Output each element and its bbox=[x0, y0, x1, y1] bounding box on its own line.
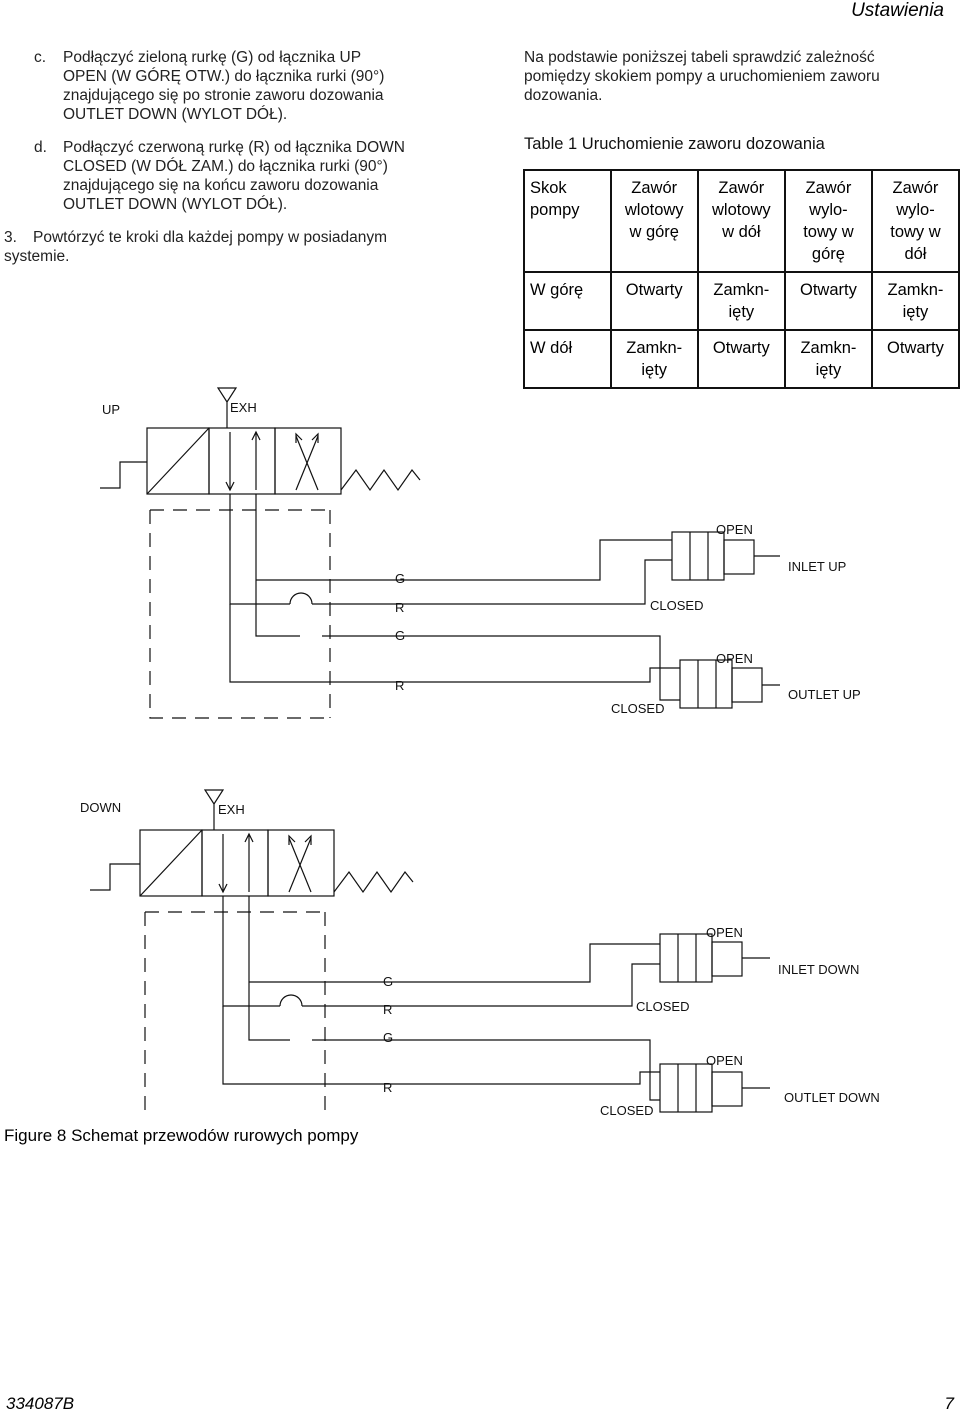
valve-position-box bbox=[274, 427, 342, 495]
inlet-label: INLET UP bbox=[788, 559, 846, 574]
r-label: R bbox=[395, 678, 404, 693]
instruction-line: OUTLET DOWN (WYLOT DÓŁ). bbox=[63, 196, 288, 213]
open-label: OPEN bbox=[716, 651, 753, 666]
instruction-line: Podłączyć zieloną rurkę (G) od łącznika … bbox=[63, 49, 362, 66]
schematic-down: DOWN EXH OPEN INLET DOWN G R CLOSED G OP… bbox=[80, 789, 880, 1118]
pump-outline bbox=[144, 911, 326, 1115]
outlet-valve bbox=[659, 1063, 713, 1113]
g-label: G bbox=[395, 571, 405, 586]
return-spring bbox=[340, 468, 421, 492]
instruction-text: Powtórzyć te kroki dla każdej pompy w po… bbox=[4, 228, 388, 266]
valve-position-box bbox=[208, 427, 276, 495]
g-label: G bbox=[383, 974, 393, 989]
open-label: OPEN bbox=[706, 925, 743, 940]
instruction-3: 3. Powtórzyć te kroki dla każdej pompy w… bbox=[4, 228, 474, 268]
table-cell: Otwarty bbox=[783, 271, 873, 331]
stroke-label: DOWN bbox=[80, 800, 121, 815]
instruction-line: OPEN (W GÓRĘ OTW.) do łącznika rurki (90… bbox=[63, 68, 385, 85]
instruction-line: znajdującego się po stronie zaworu dozow… bbox=[63, 87, 384, 104]
table-row: W dół Zamkn-ięty Otwarty Zamkn-ięty Otwa… bbox=[523, 329, 960, 389]
inlet-valve bbox=[659, 933, 713, 983]
closed-label: CLOSED bbox=[636, 999, 689, 1014]
table-cell: Zamkn-ięty bbox=[609, 329, 699, 389]
table-cell: Zamkn-ięty bbox=[870, 271, 960, 331]
instruction-marker: c. bbox=[34, 49, 47, 66]
g-label: G bbox=[395, 628, 405, 643]
exhaust-symbol bbox=[203, 789, 225, 830]
g-label: G bbox=[383, 1030, 393, 1045]
table-row: W górę Otwarty Zamkn-ięty Otwarty Zamkn-… bbox=[523, 271, 960, 331]
section-title: Ustawienia bbox=[851, 0, 944, 21]
table-title: Table 1 Uruchomienie zaworu dozowania bbox=[524, 135, 825, 153]
valve-position-box bbox=[267, 829, 335, 897]
inlet-valve bbox=[671, 531, 725, 581]
inlet-label: INLET DOWN bbox=[778, 962, 859, 977]
schematic-up: UP EXH OPEN INLET UP G R bbox=[100, 387, 861, 719]
green-tube bbox=[255, 494, 672, 581]
outlet-valve bbox=[679, 659, 733, 709]
open-label: OPEN bbox=[716, 522, 753, 537]
return-spring bbox=[333, 870, 414, 894]
table-cell: Zamkn-ięty bbox=[696, 271, 786, 331]
r-label: R bbox=[383, 1002, 392, 1017]
instruction-line: OUTLET DOWN (WYLOT DÓŁ). bbox=[63, 106, 288, 123]
instruction-line: systemie. bbox=[4, 248, 70, 265]
instruction-line: CLOSED (W DÓŁ ZAM.) do łącznika rurki (9… bbox=[63, 158, 388, 175]
table-cell: Zamkn-ięty bbox=[783, 329, 873, 389]
closed-label: CLOSED bbox=[611, 701, 664, 716]
exhaust-label: EXH bbox=[230, 400, 257, 415]
outlet-label: OUTLET DOWN bbox=[784, 1090, 880, 1105]
document-number: 334087B bbox=[6, 1394, 75, 1413]
closed-label: CLOSED bbox=[600, 1103, 653, 1118]
closed-label: CLOSED bbox=[650, 598, 703, 613]
open-label: OPEN bbox=[706, 1053, 743, 1068]
instruction-line: Powtórzyć te kroki dla każdej pompy w po… bbox=[33, 229, 388, 246]
instruction-d: d. Podłączyć czerwoną rurkę (R) od łączn… bbox=[34, 138, 474, 218]
instruction-marker: 3. bbox=[4, 229, 17, 246]
instruction-line: znajdującego się na końcu zaworu dozowan… bbox=[63, 177, 379, 194]
green-tube bbox=[248, 896, 660, 983]
table-cell: Otwarty bbox=[696, 329, 786, 389]
instruction-text: Podłączyć zieloną rurkę (G) od łącznika … bbox=[63, 48, 384, 124]
r-label: R bbox=[395, 600, 404, 615]
valve-position-box bbox=[201, 829, 269, 897]
table-cell: W górę bbox=[523, 271, 612, 331]
table-cell: Otwarty bbox=[609, 271, 699, 331]
exhaust-label: EXH bbox=[218, 802, 245, 817]
stroke-label: UP bbox=[102, 402, 120, 417]
instruction-marker: d. bbox=[34, 139, 47, 156]
instruction-line: Podłączyć czerwoną rurkę (R) od łącznika… bbox=[63, 139, 405, 156]
page-number: 7 bbox=[944, 1394, 954, 1413]
pump-outline bbox=[149, 509, 331, 719]
instruction-c: c. Podłączyć zieloną rurkę (G) od łączni… bbox=[34, 48, 474, 128]
outlet-label: OUTLET UP bbox=[788, 687, 861, 702]
r-label: R bbox=[383, 1080, 392, 1095]
instruction-text: Podłączyć czerwoną rurkę (R) od łącznika… bbox=[63, 138, 405, 214]
exhaust-symbol bbox=[216, 387, 238, 428]
table-intro: Na podstawie poniższej tabeli sprawdzić … bbox=[524, 49, 880, 104]
table-cell: W dół bbox=[523, 329, 612, 389]
table-cell: Otwarty bbox=[870, 329, 960, 389]
figure-caption: Figure 8 Schemat przewodów rurowych pomp… bbox=[4, 1126, 359, 1145]
